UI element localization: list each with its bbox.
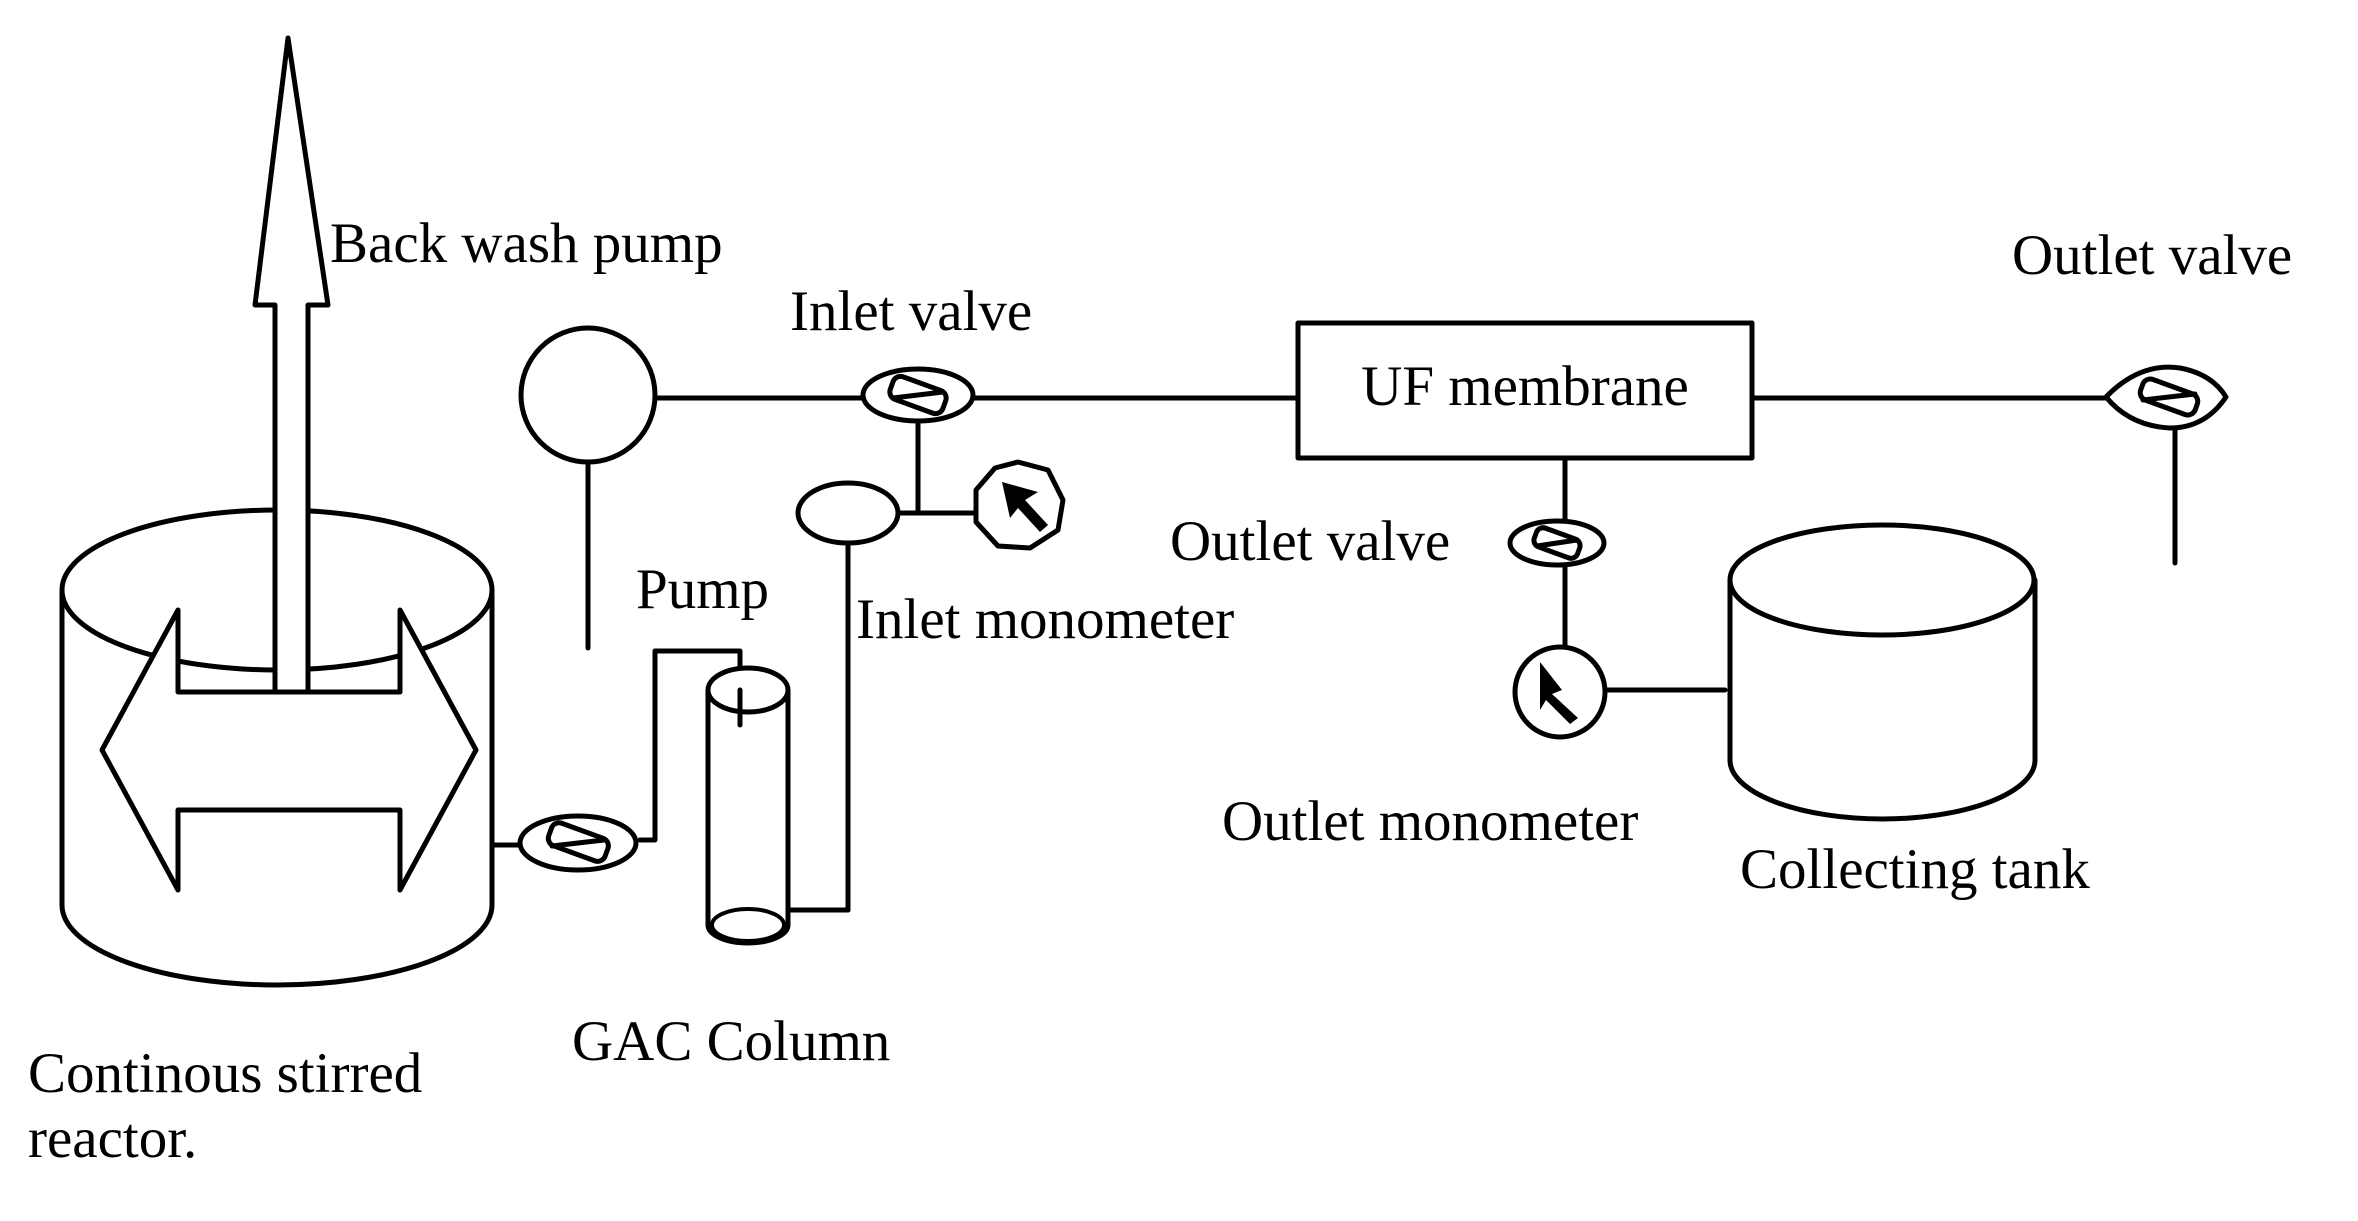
uf-membrane-label: UF membrane: [1361, 355, 1689, 418]
back-wash-pump-label: Back wash pump: [330, 212, 723, 275]
stir-arrow-icon: [99, 607, 479, 893]
inlet-valve-label: Inlet valve: [790, 280, 1032, 343]
collecting-tank: [1727, 522, 2038, 822]
inlet-monometer-label: Inlet monometer: [856, 588, 1234, 651]
reactor-label-line1: Continous stirred: [28, 1042, 422, 1105]
reactor-label-line2: reactor.: [28, 1107, 197, 1170]
collecting-tank-top: [1727, 522, 2037, 638]
outlet-valve-middle-label: Outlet valve: [1170, 510, 1450, 573]
outlet-valve-middle: [1507, 518, 1607, 568]
gauge-needle-icon: [1540, 662, 1578, 724]
inlet-valve: [860, 366, 976, 424]
pipes: [489, 395, 2178, 913]
inlet-monometer-gauge: [973, 459, 1066, 551]
outlet-valve-right-label: Outlet valve: [2012, 224, 2292, 287]
pump-label: Pump: [636, 558, 769, 621]
gauge-needle-icon: [1002, 482, 1048, 532]
uf-membrane-box: [1295, 320, 1755, 461]
gac-column-body: [705, 687, 791, 946]
backwash-up-arrow-icon: [252, 35, 331, 695]
labels: Back wash pump Inlet valve Outlet valve …: [28, 212, 2292, 1170]
outlet-monometer-gauge: [1512, 644, 1608, 740]
uf-membrane: UF membrane: [1295, 320, 1755, 461]
inlet-tap-ellipse: [795, 480, 901, 546]
gac-column-label: GAC Column: [572, 1010, 890, 1073]
outlet-valve-right: [2103, 364, 2229, 431]
collecting-tank-label: Collecting tank: [1740, 838, 2090, 901]
gac-column: [705, 665, 791, 946]
backwash-pump-icon: [518, 325, 658, 465]
collecting-tank-body: [1727, 577, 2038, 822]
reactor-outlet-valve: [517, 813, 639, 873]
gac-column-top: [705, 665, 791, 715]
gac-column-bottom-cap: [710, 907, 786, 943]
stirred-reactor: [59, 35, 495, 988]
outlet-monometer-label: Outlet monometer: [1222, 790, 1638, 853]
pressure-gauge-icon: [1512, 644, 1608, 740]
